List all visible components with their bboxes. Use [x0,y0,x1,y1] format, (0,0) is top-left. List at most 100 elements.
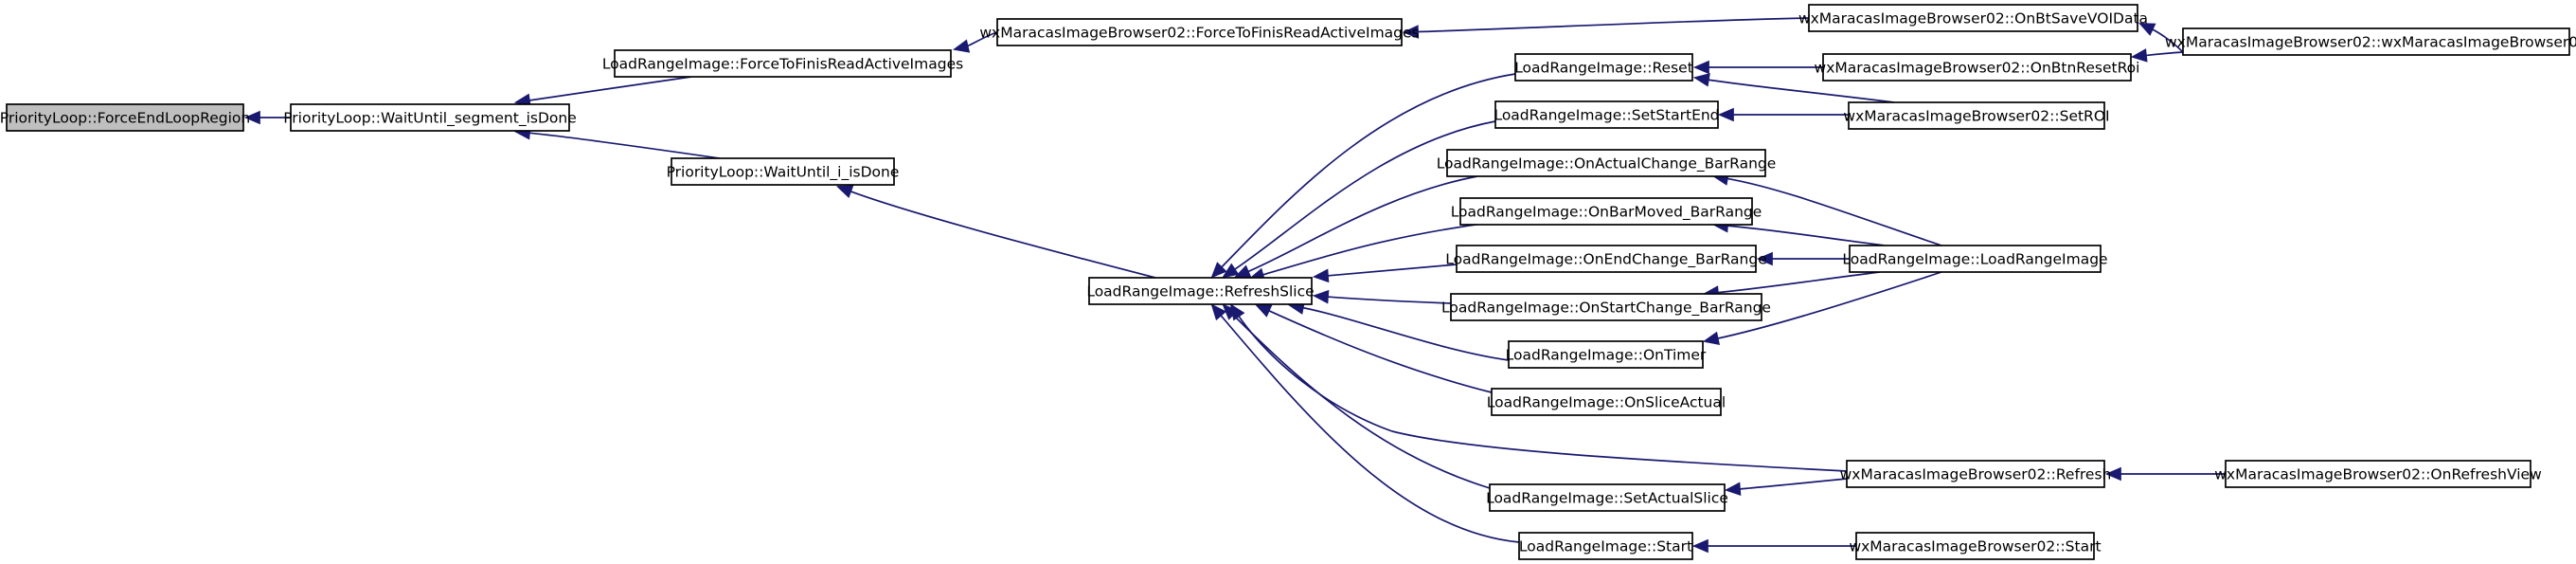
node-n10[interactable]: wxMaracasImageBrowser02::SetROI [1843,101,2110,130]
node-n0[interactable]: PriorityLoop::ForceEndLoopRegion [0,103,250,132]
node-label: LoadRangeImage::LoadRangeImage [1842,251,2107,268]
node-box [614,49,952,78]
node-label: PriorityLoop::ForceEndLoopRegion [0,110,250,127]
node-box [1514,53,1693,82]
node-box [1508,340,1704,369]
edge-arrowhead [2138,23,2156,36]
node-box [1855,532,2095,560]
edge-n13-to-n17 [1702,271,1942,345]
edge-arrowhead [1692,73,1710,87]
node-n13[interactable]: LoadRangeImage::LoadRangeImage [1842,245,2108,273]
edge-n12-to-n7 [1234,175,1478,278]
edge-n20-to-n19 [1724,478,1848,497]
edge-line [1715,271,1881,294]
edge-arrowhead [1717,107,1734,122]
edge-n9-to-n8 [1692,60,1823,75]
edge-line [1325,264,1458,277]
node-box [1491,388,1722,416]
node-n7[interactable]: LoadRangeImage::RefreshSlice [1086,277,1315,305]
edge-line [848,190,1156,279]
node-n15[interactable]: LoadRangeImage::OnEndChange_BarRange [1445,245,1767,273]
edge-arrowhead [835,185,854,199]
node-label: wxMaracasImageBrowser02::Refresh [1840,466,2112,483]
node-n8[interactable]: LoadRangeImage::Reset [1514,53,1693,82]
node-n6[interactable]: PriorityLoop::WaitUntil_i_isDone [667,157,900,186]
node-n12[interactable]: LoadRangeImage::OnActualChange_BarRange [1437,149,1777,177]
edge-n23-to-n22 [1691,538,1856,554]
node-n2[interactable]: LoadRangeImage::ForceToFinisReadActiveIm… [602,49,963,78]
edge-arrowhead [1692,60,1709,75]
edge-arrowhead [1312,268,1330,283]
node-n11[interactable]: LoadRangeImage::SetStartEnd [1494,100,1720,129]
edge-line [2143,51,2184,57]
node-n23[interactable]: wxMaracasImageBrowser02::Start [1849,532,2102,560]
edge-n18-to-n7 [1255,304,1493,393]
edge-line [1737,478,1848,490]
edge-line [1266,309,1493,393]
node-label: LoadRangeImage::OnEndChange_BarRange [1445,251,1767,269]
edge-n22-to-n7 [1210,303,1520,543]
edges-layer [243,17,2227,554]
node-box [6,103,244,132]
node-box [1450,293,1762,321]
node-n17[interactable]: LoadRangeImage::OnTimer [1506,340,1707,369]
node-label: wxMaracasImageBrowser02::OnBtSaveVOIData [1798,10,2148,27]
node-n3[interactable]: wxMaracasImageBrowser02::ForceToFinisRea… [979,18,1420,46]
edge-n21-to-n20 [2104,466,2227,482]
edge-n2-to-n1 [513,76,692,108]
edge-arrowhead [243,110,260,125]
edge-arrowhead [1210,303,1227,321]
edge-line [1230,312,1491,489]
edge-line [527,132,721,159]
node-box [2225,460,2531,488]
node-box [1808,4,2138,32]
node-label: wxMaracasImageBrowser02::SetROI [1843,108,2109,125]
node-label: wxMaracasImageBrowser02::OnBtnResetRoi [1815,60,2140,77]
edge-arrowhead [2104,466,2121,482]
node-label: LoadRangeImage::OnSliceActual [1487,394,1726,411]
node-n20[interactable]: wxMaracasImageBrowser02::Refresh [1840,460,2112,488]
node-box [290,103,570,132]
node-label: LoadRangeImage::SetActualSlice [1486,490,1728,507]
edge-line [1725,225,1886,246]
node-box [2182,27,2570,56]
node-n22[interactable]: LoadRangeImage::Start [1518,532,1693,560]
node-n1[interactable]: PriorityLoop::WaitUntil_segment_isDone [283,103,577,132]
node-box [996,18,1403,46]
node-n18[interactable]: LoadRangeImage::OnSliceActual [1487,388,1726,416]
edge-arrowhead [1234,264,1252,278]
edge-arrowhead [952,39,971,53]
edge-arrowhead [1691,538,1708,554]
edge-line [1725,177,1942,246]
edge-line [1219,313,1520,543]
node-box [1459,197,1753,226]
node-n9[interactable]: wxMaracasImageBrowser02::OnBtnResetRoi [1815,53,2140,82]
node-n5[interactable]: wxMaracasImageBrowser02::wxMaracasImageB… [2165,27,2576,56]
edge-arrowhead [1255,304,1273,318]
node-n19[interactable]: LoadRangeImage::SetActualSlice [1486,483,1728,512]
edge-arrowhead [1402,25,1420,39]
node-n16[interactable]: LoadRangeImage::OnStartChange_BarRange [1441,293,1771,321]
node-label: PriorityLoop::WaitUntil_i_isDone [667,164,900,182]
node-n4[interactable]: wxMaracasImageBrowser02::OnBtSaveVOIData [1798,4,2148,32]
node-n21[interactable]: wxMaracasImageBrowser02::OnRefreshView [2214,460,2542,488]
edge-n7-to-n6 [835,185,1156,279]
node-label: LoadRangeImage::RefreshSlice [1086,283,1314,300]
edge-n10-to-n8 [1692,73,1895,103]
node-label: LoadRangeImage::OnStartChange_BarRange [1441,300,1771,318]
node-box [1846,460,2105,488]
node-box [1446,149,1766,177]
edge-n1-to-n0 [243,110,291,125]
node-label: wxMaracasImageBrowser02::ForceToFinisRea… [979,25,1419,42]
node-label: LoadRangeImage::Start [1519,538,1692,555]
node-box [1494,100,1719,129]
node-label: LoadRangeImage::Reset [1514,60,1693,77]
node-n14[interactable]: LoadRangeImage::OnBarMoved_BarRange [1451,197,1762,226]
edge-n15-to-n7 [1312,264,1458,283]
edge-line [1232,120,1496,272]
edge-n3-to-n2 [952,31,998,53]
edge-line [1219,73,1516,270]
node-label: wxMaracasImageBrowser02::OnRefreshView [2214,466,2542,483]
node-box [1518,532,1693,560]
